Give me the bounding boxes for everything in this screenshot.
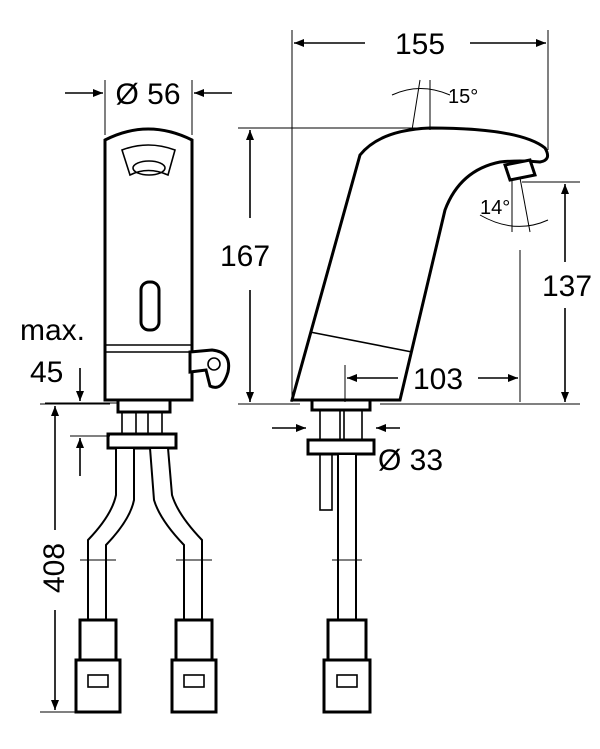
label-hose-length: 408: [38, 543, 71, 593]
front-view: [74, 127, 231, 714]
label-outlet-angle: 14°: [480, 197, 510, 219]
faucet-body: [290, 126, 550, 402]
label-base-diameter: Ø 33: [378, 444, 443, 477]
label-max: max.: [20, 314, 85, 347]
label-spout-reach: 103: [413, 363, 463, 396]
label-sensor-diameter: Ø 56: [115, 78, 180, 111]
dimension-labels: Ø 56 155 15° 14° 167 137 max. 45 103 Ø 3…: [20, 28, 592, 593]
hose-left: [87, 447, 135, 621]
hose-side: [337, 453, 357, 621]
sensor-housing: [103, 127, 194, 402]
label-outlet-height: 137: [542, 270, 592, 303]
side-view: [290, 126, 550, 714]
label-total-width: 155: [395, 28, 445, 61]
label-total-height: 167: [220, 240, 270, 273]
sensor-window: [139, 280, 161, 332]
hose-right: [148, 447, 203, 621]
label-max-value: 45: [30, 356, 63, 389]
label-spout-angle: 15°: [448, 86, 478, 108]
dimension-lines: [40, 30, 580, 713]
